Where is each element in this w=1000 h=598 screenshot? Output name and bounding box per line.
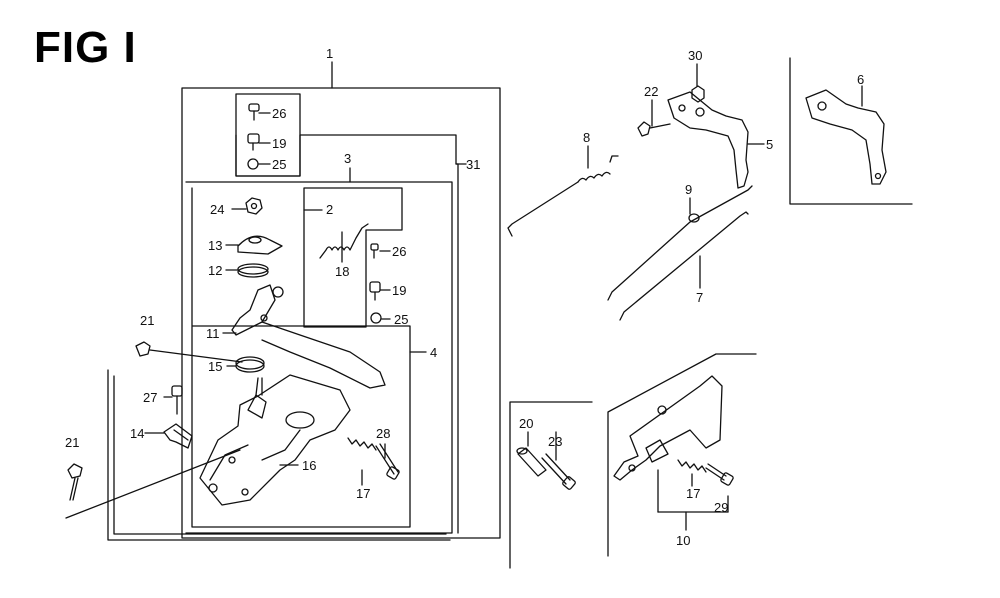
spring-18: [319, 223, 369, 259]
callout-20: 20: [519, 416, 533, 431]
bolt-21-lower: [65, 449, 241, 519]
callout-21-upper: 21: [140, 313, 154, 328]
nut-24: [245, 197, 263, 215]
callout-19-upper: 19: [272, 136, 286, 151]
washer-25-lower: [370, 312, 382, 324]
callout-28: 28: [376, 426, 390, 441]
rod-7: [619, 211, 749, 321]
rod-9: [607, 185, 753, 301]
callout-12: 12: [208, 263, 222, 278]
spring-17-inset: [677, 459, 734, 486]
assembly-outline-31: [235, 134, 459, 534]
pin-20: [516, 431, 547, 477]
figure-title: FIG I: [34, 23, 137, 72]
leader-lines: [144, 112, 391, 486]
callout-24: 24: [210, 202, 224, 217]
callout-26-lower: 26: [392, 244, 406, 259]
screw-22: [637, 99, 671, 137]
inset-box-6: [789, 57, 913, 205]
callout-1: 1: [326, 46, 333, 61]
bolt-19-upper: [247, 133, 260, 151]
assembly-outline-1: [181, 61, 501, 539]
callout-30: 30: [688, 48, 702, 63]
bolt-box-outline: [235, 93, 301, 177]
callout-19-lower: 19: [392, 283, 406, 298]
assembly-outline-left: [107, 369, 451, 541]
callout-11: 11: [206, 326, 220, 341]
callout-10: 10: [676, 533, 690, 548]
callout-29: 29: [714, 500, 728, 515]
throttle-arm: [231, 284, 386, 389]
callout-17-main: 17: [356, 486, 370, 501]
callout-7: 7: [696, 290, 703, 305]
callout-25-upper: 25: [272, 157, 286, 172]
cap-13: [237, 235, 283, 255]
rod-8: [507, 145, 619, 237]
callout-21-lower: 21: [65, 435, 79, 450]
bolt-26-lower: [370, 243, 379, 259]
callout-2: 2: [326, 202, 333, 217]
callout-14: 14: [130, 426, 144, 441]
callout-22: 22: [644, 84, 658, 99]
bracket-5: [667, 91, 765, 189]
inset-box-20-23: [509, 401, 593, 569]
callout-17-inset: 17: [686, 486, 700, 501]
bolt-23: [541, 431, 576, 490]
bolt-19-lower: [369, 281, 381, 301]
bolt-26-upper: [248, 103, 260, 121]
screw-27: [171, 385, 183, 415]
spring-17-main: [347, 437, 400, 480]
callout-16: 16: [302, 458, 316, 473]
callout-15: 15: [208, 359, 222, 374]
callout-8: 8: [583, 130, 590, 145]
assembly-outline-4: [191, 187, 411, 528]
callout-6: 6: [857, 72, 864, 87]
callout-26-upper: 26: [272, 106, 286, 121]
callout-27: 27: [143, 390, 157, 405]
callout-23: 23: [548, 434, 562, 449]
leaders-inset-10: [657, 469, 729, 531]
bracket-6: [805, 85, 887, 185]
callout-3: 3: [344, 151, 351, 166]
callout-4: 4: [430, 345, 437, 360]
callout-25-lower: 25: [394, 312, 408, 327]
callout-5: 5: [766, 137, 773, 152]
bolt-21-upper: [135, 341, 243, 363]
callout-18: 18: [335, 264, 349, 279]
callout-31: 31: [466, 157, 480, 172]
washer-15: [235, 356, 265, 373]
bracket-10: [613, 375, 723, 481]
lever-plate: [199, 374, 351, 506]
washer-12: [237, 263, 269, 278]
nut-30: [691, 63, 705, 103]
callout-13: 13: [208, 238, 222, 253]
inset-box-10: [607, 353, 757, 557]
assembly-outline-2: [303, 187, 403, 328]
callout-9: 9: [685, 182, 692, 197]
washer-25-upper: [247, 158, 259, 170]
assembly-outline-3: [185, 167, 453, 534]
clip-14: [163, 423, 193, 449]
callout-labels: 1 2 3 4 5 6 7 8 9 10 11 12 13 14 15 16 1…: [65, 46, 864, 548]
